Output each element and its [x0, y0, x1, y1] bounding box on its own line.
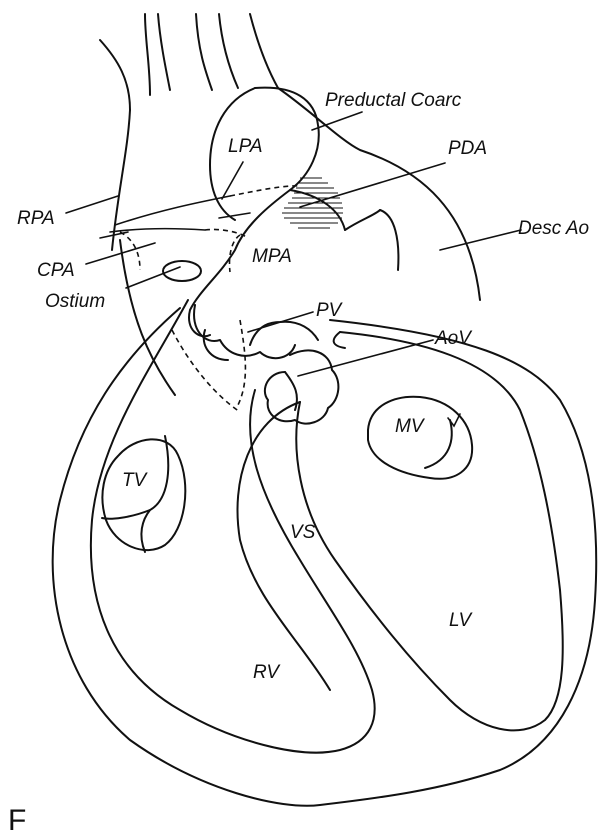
tricuspid-valve [102, 436, 185, 552]
label-ostium: Ostium [45, 291, 105, 312]
label-lpa: LPA [228, 136, 263, 157]
label-pv: PV [316, 300, 344, 321]
lv-inner-cap [334, 332, 345, 348]
label-mv: MV [395, 416, 426, 437]
neck-vessel-2 [145, 14, 150, 95]
neck-vessel-5 [219, 14, 238, 88]
rpa-upper-line [115, 196, 230, 225]
pv-upper-edge [250, 322, 318, 345]
infundibulum-dash-1 [238, 320, 245, 405]
label-rv: RV [253, 662, 281, 683]
tv-leaflet-2 [141, 510, 150, 552]
lv-inner-wall [296, 332, 562, 730]
septum-left-edge [238, 402, 331, 690]
leader-mpa-short [219, 213, 250, 218]
label-lv: LV [449, 610, 474, 631]
leader-rpa [66, 196, 118, 213]
neck-vessel-6 [250, 14, 278, 88]
leader-ostium [126, 267, 180, 288]
infundibulum-dash-2 [172, 330, 240, 412]
aov-cusps [265, 350, 339, 423]
label-mpa: MPA [252, 246, 292, 267]
aortic-valve [265, 350, 339, 423]
label-cpa: CPA [37, 260, 75, 281]
pda-aorta-join [345, 210, 380, 230]
label-tv: TV [122, 470, 149, 491]
descending-aorta-inner [380, 210, 398, 270]
mitral-valve [368, 397, 472, 479]
leader-pv [248, 312, 313, 332]
leader-desc-ao [440, 230, 521, 250]
cpa-dash-right [229, 235, 240, 272]
pulmonary-artery [189, 88, 380, 337]
neck-vessel-3 [158, 14, 170, 90]
tv-outline [102, 439, 185, 550]
label-rpa: RPA [17, 208, 55, 229]
pulmonary-branches [110, 186, 300, 412]
neck-vessel-4 [196, 14, 212, 90]
label-vs: VS [290, 522, 316, 543]
heart-outline [53, 300, 597, 806]
label-preductal-coarc: Preductal Coarc [325, 90, 462, 111]
label-aov: AoV [434, 328, 473, 349]
panel-letter: F [8, 804, 26, 836]
neck-vessel-1 [100, 40, 130, 110]
ascending-aorta-wall [112, 110, 130, 250]
label-desc-ao: Desc Ao [518, 218, 589, 239]
mpa-outline [189, 88, 319, 337]
mv-outline [368, 397, 472, 479]
arch-vessels [100, 14, 480, 395]
mv-leaflet [425, 420, 452, 468]
leader-aov [298, 340, 433, 376]
rpa-lower-line [110, 229, 205, 232]
label-pda: PDA [448, 138, 487, 159]
